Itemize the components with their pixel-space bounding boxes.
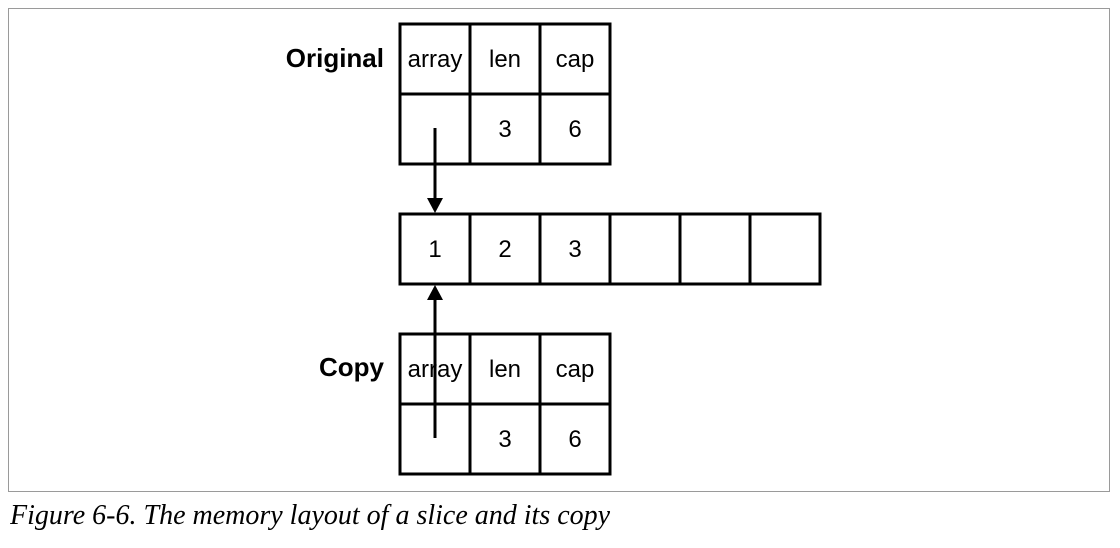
original-value-cap: 6: [568, 116, 581, 143]
original-slice-header: Original array len cap 3 6: [286, 22, 612, 166]
backing-array-value: 3: [568, 236, 581, 263]
backing-array-cell: [608, 212, 682, 286]
slice-memory-diagram: Original array len cap 3 6 1 2 3 Copy: [286, 22, 822, 476]
backing-array-cell: [748, 212, 822, 286]
copy-value-cell: [538, 402, 612, 476]
copy-value-len: 3: [498, 426, 511, 453]
original-array-pointer: [427, 128, 443, 213]
original-header-array: array: [408, 46, 463, 73]
backing-array: 1 2 3: [398, 212, 822, 286]
copy-slice-header: Copy array len cap 3 6: [319, 332, 612, 476]
original-value-cell: [468, 92, 542, 166]
backing-array-value: 2: [498, 236, 511, 263]
copy-label: Copy: [319, 352, 385, 382]
original-label: Original: [286, 43, 384, 73]
original-pointer-arrowhead: [427, 198, 443, 213]
backing-array-value: 1: [428, 236, 441, 263]
copy-header-len: len: [489, 356, 521, 383]
backing-array-cell: [468, 212, 542, 286]
backing-array-cell: [678, 212, 752, 286]
copy-value-cell: [468, 402, 542, 476]
original-header-cap: cap: [556, 46, 595, 73]
copy-array-pointer: [427, 285, 443, 438]
original-value-cell: [538, 92, 612, 166]
original-header-len: len: [489, 46, 521, 73]
copy-value-cap: 6: [568, 426, 581, 453]
copy-header-cap: cap: [556, 356, 595, 383]
original-header-cell: [538, 22, 612, 96]
backing-array-cell: [398, 212, 472, 286]
original-value-len: 3: [498, 116, 511, 143]
figure-caption: Figure 6-6. The memory layout of a slice…: [10, 500, 611, 531]
copy-pointer-arrowhead: [427, 285, 443, 300]
backing-array-cell: [538, 212, 612, 286]
